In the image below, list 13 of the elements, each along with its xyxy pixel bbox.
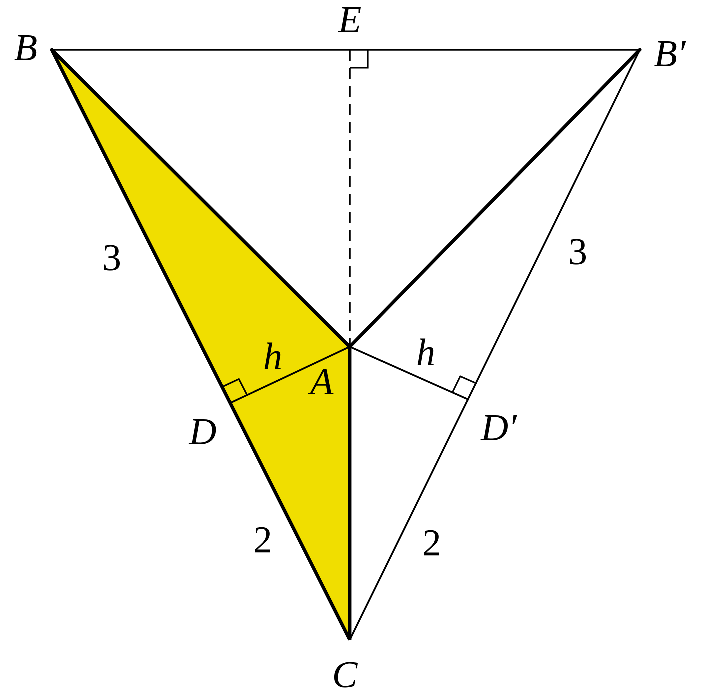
length-label: h (418, 338, 434, 366)
length-label: 2 (424, 530, 440, 556)
point-label: C (334, 662, 358, 688)
length-label: h (264, 342, 281, 370)
point-label: A (308, 369, 334, 395)
length-label: 3 (570, 239, 586, 265)
point-label: B (14, 35, 37, 60)
point-label: D′ (480, 416, 518, 440)
point-label: D (188, 420, 216, 444)
length-label: 3 (104, 245, 120, 271)
point-label: E (338, 8, 361, 32)
length-label: 2 (255, 527, 270, 553)
point-label: B′ (654, 41, 686, 66)
